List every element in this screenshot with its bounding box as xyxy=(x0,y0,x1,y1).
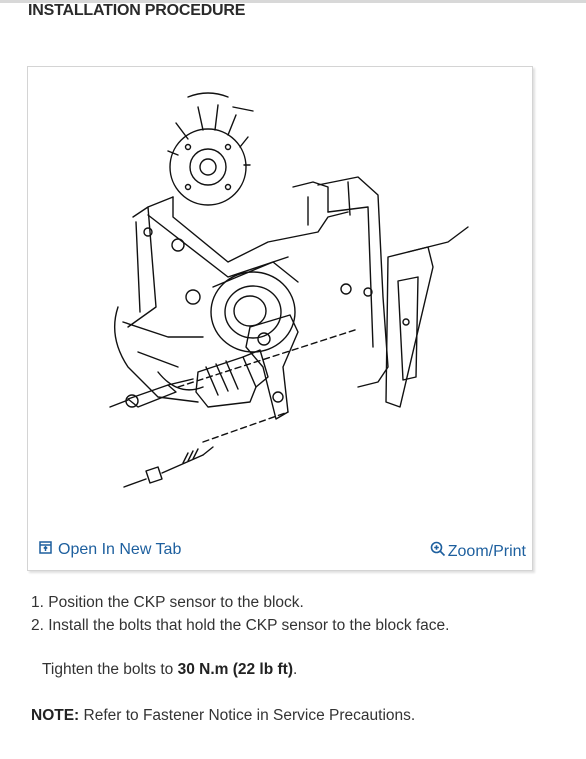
torque-prefix: Tighten the bolts to xyxy=(42,661,178,678)
zoom-print-link[interactable]: Zoom/Print xyxy=(430,541,526,562)
open-in-new-tab-link[interactable]: Open In New Tab xyxy=(39,541,181,559)
list-item: 2. Install the bolts that hold the CKP s… xyxy=(31,616,449,639)
fastener-note: NOTE: Refer to Fastener Notice in Servic… xyxy=(31,707,415,725)
page-title: INSTALLATION PROCEDURE xyxy=(28,2,246,19)
torque-value: 30 N.m (22 lb ft) xyxy=(177,661,293,678)
list-item: 1. Position the CKP sensor to the block. xyxy=(31,593,449,616)
procedure-steps: 1. Position the CKP sensor to the block.… xyxy=(31,593,449,639)
figure-container: Open In New Tab Zoom/Print xyxy=(27,66,533,571)
torque-suffix: . xyxy=(293,661,298,678)
note-label: NOTE: xyxy=(31,707,80,724)
step-text: Position the CKP sensor to the block. xyxy=(48,594,304,611)
zoom-magnifier-icon xyxy=(430,541,446,562)
step-number: 2. xyxy=(31,617,44,634)
open-in-new-tab-label: Open In New Tab xyxy=(58,541,182,558)
step-text: Install the bolts that hold the CKP sens… xyxy=(48,617,450,634)
step-number: 1. xyxy=(31,594,44,611)
top-divider xyxy=(0,0,586,3)
engine-block-illustration xyxy=(109,92,469,488)
open-in-new-tab-icon xyxy=(39,541,52,559)
note-text: Refer to Fastener Notice in Service Prec… xyxy=(79,707,416,724)
zoom-print-label: Zoom/Print xyxy=(447,542,526,560)
torque-specification: Tighten the bolts to 30 N.m (22 lb ft). xyxy=(42,661,297,679)
